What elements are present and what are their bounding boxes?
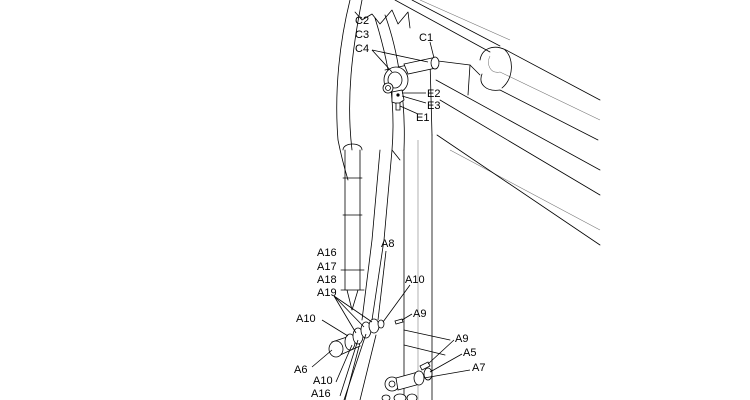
label-a7: A7 [472,362,485,374]
label-a5: A5 [463,347,476,359]
label-a8: A8 [381,238,394,250]
label-a9-mid: A9 [413,308,426,320]
middle-pin-assembly [328,318,404,358]
label-a16-top: A16 [317,247,337,259]
label-a10-bottom: A10 [313,375,333,387]
label-c4: C4 [355,43,369,55]
part-labels: C2 C3 C4 C1 E2 E3 E1 A16 A17 A18 A19 A8 … [294,15,485,400]
top-pin-assembly [382,56,440,111]
leader-lines [311,41,471,400]
label-a16-bottom: A16 [311,388,331,400]
label-a19: A19 [317,287,337,299]
label-a10-right: A10 [405,274,425,286]
label-e1: E1 [416,112,429,124]
label-a9-lower: A9 [455,333,468,345]
label-e2: E2 [427,88,440,100]
label-c3: C3 [355,29,369,41]
label-a10-left: A10 [296,313,316,325]
label-e3: E3 [427,100,440,112]
label-a17: A17 [317,261,337,273]
label-a18: A18 [317,274,337,286]
label-c2: C2 [355,15,369,27]
lower-pin-assembly [381,361,433,400]
label-c1: C1 [419,32,433,44]
label-a6: A6 [294,364,307,376]
